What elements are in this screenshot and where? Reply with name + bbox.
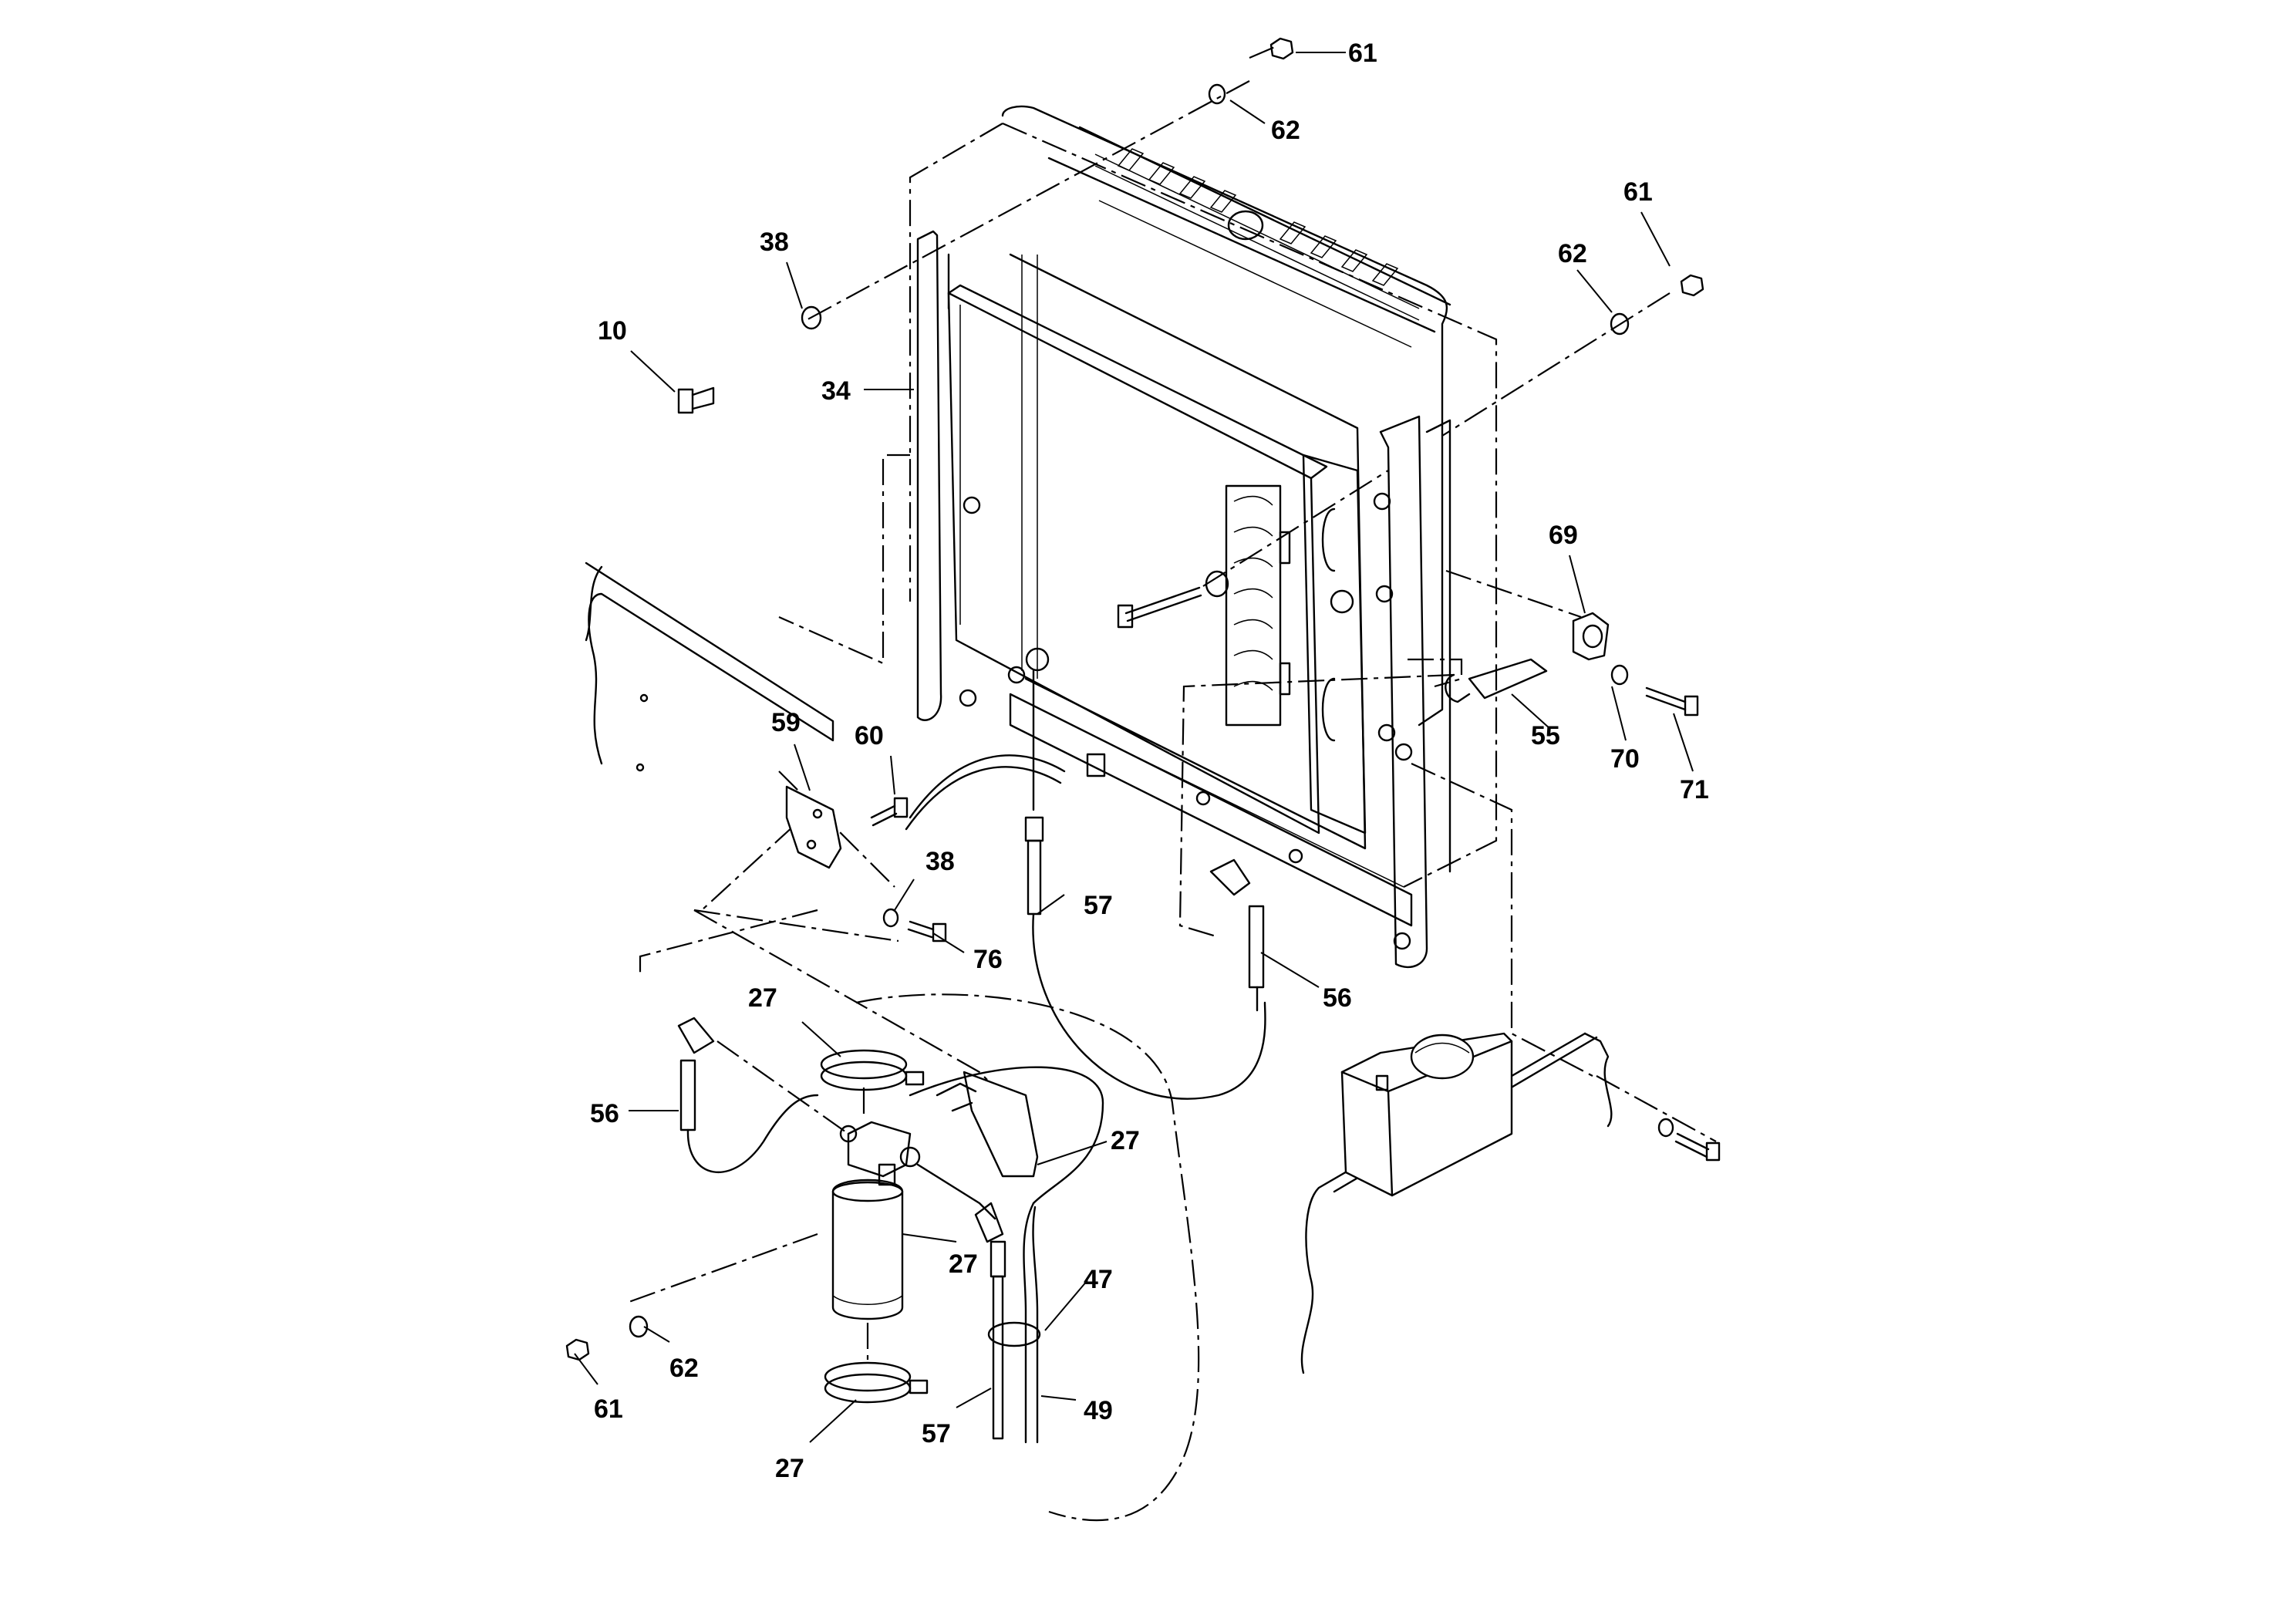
callout-61-bottom: 61	[594, 1394, 623, 1424]
callout-69: 69	[1549, 521, 1578, 550]
callout-38-mid: 38	[925, 847, 955, 876]
callout-27-drier: 27	[949, 1249, 978, 1279]
callout-59: 59	[771, 708, 801, 737]
top-fins	[1117, 148, 1399, 286]
callout-76: 76	[973, 945, 1003, 974]
callout-60: 60	[855, 721, 884, 750]
callout-47: 47	[1084, 1265, 1113, 1294]
receiver-drier	[565, 1049, 1104, 1444]
callout-62-bottom: 62	[669, 1354, 699, 1383]
callout-10: 10	[598, 316, 627, 346]
callout-61-top: 61	[1348, 39, 1377, 68]
left-mount-frame	[585, 561, 834, 772]
manifold	[1225, 484, 1291, 727]
hoses	[677, 669, 1266, 1173]
callout-38-left: 38	[760, 228, 789, 257]
callout-70: 70	[1610, 744, 1640, 774]
callout-49: 49	[1084, 1396, 1113, 1425]
condenser-assembly	[909, 105, 1498, 969]
fasteners	[677, 37, 1721, 1162]
callout-27-top: 27	[748, 983, 777, 1013]
callout-57-mid: 57	[1084, 891, 1113, 920]
callout-62-right: 62	[1558, 239, 1587, 268]
callout-57-bottom: 57	[922, 1419, 951, 1448]
callout-56-left: 56	[590, 1099, 619, 1128]
callout-61-right: 61	[1623, 177, 1653, 207]
locator-lines	[624, 45, 1717, 1522]
callout-34: 34	[821, 376, 851, 406]
reservoir-tank	[1340, 1032, 1513, 1197]
leader-lines	[574, 52, 1694, 1443]
callouts: 61 62 61 62 38 10 34 69 55 70 71 59 60 3…	[590, 39, 1709, 1483]
callout-27-bottom: 27	[775, 1454, 804, 1483]
callout-62-top: 62	[1271, 116, 1300, 145]
callout-56-right: 56	[1323, 983, 1352, 1013]
callout-71: 71	[1680, 775, 1709, 804]
callout-27-bracket: 27	[1111, 1126, 1140, 1155]
callout-55: 55	[1531, 721, 1560, 750]
